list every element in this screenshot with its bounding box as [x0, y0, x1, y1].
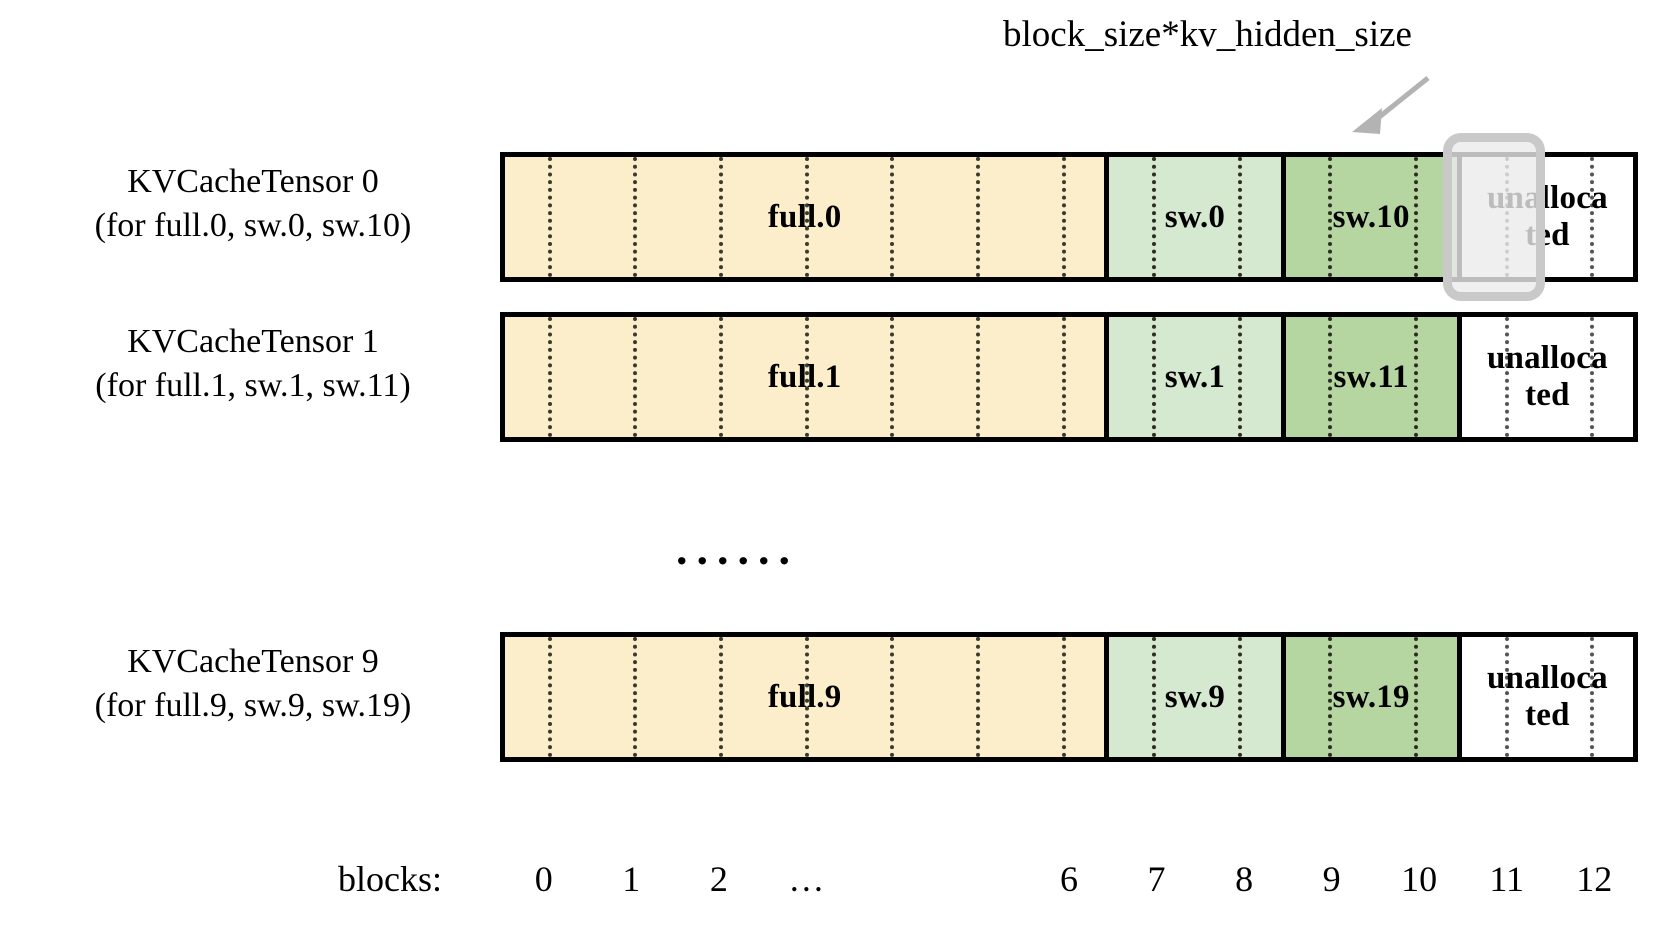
axis-tick-label: 7: [1147, 859, 1166, 899]
sw-dark-segment[interactable]: sw.19: [1285, 637, 1462, 757]
rows-ellipsis: ......: [676, 523, 799, 574]
tensor-row-label-line2: (for full.9, sw.9, sw.19): [94, 686, 412, 724]
block-11-highlight[interactable]: [1443, 133, 1545, 301]
full-segment[interactable]: full.1: [505, 317, 1110, 437]
axis-tick-label: 6: [1060, 859, 1078, 899]
segment-label: full.9: [767, 678, 842, 715]
axis-tick-label: 8: [1235, 859, 1254, 899]
segment-label: sw.1: [1164, 358, 1226, 395]
block-divider: [1590, 317, 1595, 437]
axis-tick-label: …: [788, 859, 825, 899]
segment-label: sw.9: [1164, 678, 1226, 715]
block-divider: [1590, 637, 1595, 757]
block-divider: [633, 637, 638, 757]
block-divider: [633, 157, 638, 277]
block-divider: [1504, 637, 1509, 757]
axis-tick-label: 0: [534, 859, 553, 899]
segment-label: sw.19: [1332, 678, 1410, 715]
block-divider: [1061, 157, 1066, 277]
axis-tick-label: 12: [1576, 859, 1613, 899]
block-divider: [1413, 317, 1418, 437]
sw-light-segment[interactable]: sw.1: [1109, 317, 1286, 437]
block-divider: [1237, 317, 1242, 437]
axis-tick-label: 1: [622, 859, 641, 899]
tensor-row-label-line1: KVCacheTensor 9: [127, 643, 379, 680]
segment-label: full.1: [767, 358, 842, 395]
sw-dark-segment[interactable]: sw.10: [1285, 157, 1462, 277]
axis-tick-label: 11: [1489, 859, 1525, 899]
block-divider: [1590, 157, 1595, 277]
axis-tick-label: 2: [709, 859, 728, 899]
block-divider: [804, 637, 809, 757]
block-divider: [719, 637, 724, 757]
sw-light-segment[interactable]: sw.9: [1109, 637, 1286, 757]
block-divider: [1328, 317, 1333, 437]
block-divider: [975, 317, 980, 437]
block-divider: [1328, 637, 1333, 757]
segment-label: sw.11: [1333, 358, 1409, 395]
tensor-row-label-line2: (for full.0, sw.0, sw.10): [94, 206, 412, 244]
block-divider: [890, 317, 895, 437]
block-divider: [1152, 637, 1157, 757]
block-divider: [890, 637, 895, 757]
segment-label: sw.0: [1164, 198, 1226, 235]
tensor-row-label-line1: KVCacheTensor 0: [127, 163, 379, 200]
block-divider: [804, 157, 809, 277]
block-divider: [633, 317, 638, 437]
segment-label: full.0: [767, 198, 842, 235]
annotation-label: block_size*kv_hidden_size: [1003, 14, 1412, 55]
full-segment[interactable]: full.0: [505, 157, 1110, 277]
block-divider: [719, 317, 724, 437]
tensor-row-label-line2: (for full.1, sw.1, sw.11): [95, 366, 411, 404]
axis-tick-label: 9: [1322, 859, 1341, 899]
block-divider: [1413, 637, 1418, 757]
block-divider: [547, 637, 552, 757]
axis-tick-label: 10: [1401, 859, 1438, 899]
sw-dark-segment[interactable]: sw.11: [1285, 317, 1462, 437]
tensor-row-label: KVCacheTensor 0 (for full.0, sw.0, sw.10): [18, 160, 488, 247]
block-divider: [547, 157, 552, 277]
block-divider: [1504, 317, 1509, 437]
sw-light-segment[interactable]: sw.0: [1109, 157, 1286, 277]
block-divider: [1328, 157, 1333, 277]
block-divider: [1413, 157, 1418, 277]
block-divider: [1061, 317, 1066, 437]
tensor-row-label-line1: KVCacheTensor 1: [127, 323, 379, 360]
block-divider: [1152, 157, 1157, 277]
segment-label: sw.10: [1332, 198, 1410, 235]
axis-caption: blocks:: [338, 859, 442, 899]
tensor-row-label: KVCacheTensor 1 (for full.1, sw.1, sw.11): [18, 320, 488, 407]
full-segment[interactable]: full.9: [505, 637, 1110, 757]
block-divider: [804, 317, 809, 437]
annotation-arrow-icon: [1352, 76, 1430, 134]
block-divider: [975, 637, 980, 757]
block-divider: [975, 157, 980, 277]
block-divider: [1061, 637, 1066, 757]
block-divider: [719, 157, 724, 277]
block-divider: [1237, 637, 1242, 757]
block-divider: [1237, 157, 1242, 277]
block-divider: [890, 157, 895, 277]
block-divider: [1152, 317, 1157, 437]
tensor-row-label: KVCacheTensor 9 (for full.9, sw.9, sw.19): [18, 640, 488, 727]
block-divider: [547, 317, 552, 437]
